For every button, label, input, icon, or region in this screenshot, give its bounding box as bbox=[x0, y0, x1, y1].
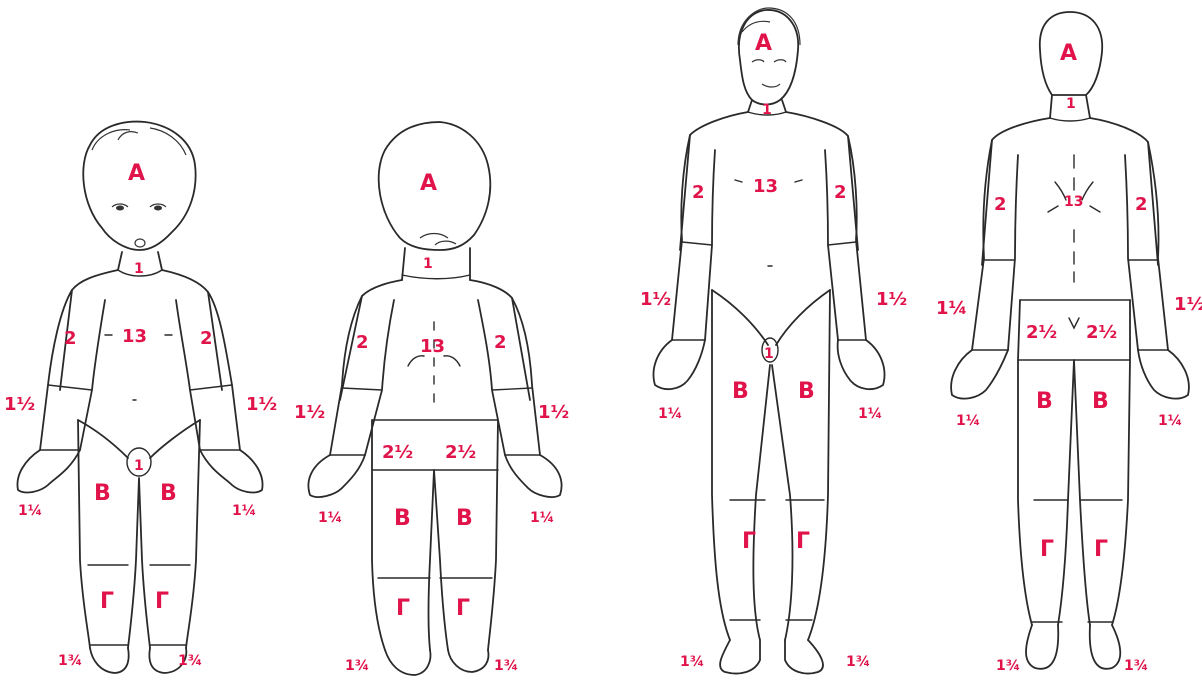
label-thigh-left: B bbox=[732, 379, 749, 404]
label-shin-left: Г bbox=[1040, 537, 1054, 562]
label-trunk: 13 bbox=[753, 176, 778, 197]
label-hand-left: 1¼ bbox=[658, 406, 682, 422]
label-forearm-right: 1½ bbox=[246, 394, 277, 415]
label-upper-arm-left: 2 bbox=[692, 182, 705, 203]
label-thigh-right: B bbox=[456, 506, 473, 531]
label-trunk: 13 bbox=[122, 326, 147, 347]
label-hand-right: 1¼ bbox=[530, 510, 554, 526]
label-genitals: 1 bbox=[134, 458, 144, 474]
label-thigh-right: B bbox=[1092, 389, 1109, 414]
label-foot-right: 1¾ bbox=[1124, 658, 1148, 674]
figure-adult-back: A 1 13 2 2 1¼ 1½ 1¼ 1¼ 2½ 2½ B B Г Г 1¾ … bbox=[936, 12, 1202, 674]
label-upper-arm-right: 2 bbox=[494, 332, 507, 353]
label-thigh-left: B bbox=[394, 506, 411, 531]
label-neck: 1 bbox=[762, 102, 772, 118]
label-hand-right: 1¼ bbox=[232, 503, 256, 519]
label-forearm-right: 1½ bbox=[876, 289, 907, 310]
label-forearm-left: 1½ bbox=[640, 289, 671, 310]
label-thigh-left: B bbox=[1036, 389, 1053, 414]
label-hand-left: 1¼ bbox=[956, 413, 980, 429]
label-forearm-right: 1½ bbox=[538, 402, 569, 423]
label-thigh-right: B bbox=[160, 481, 177, 506]
label-genitals: 1 bbox=[764, 346, 774, 362]
figure-child-front: A 1 13 2 2 1½ 1½ 1¼ 1¼ 1 B B Г Г 1¾ 1¾ bbox=[4, 122, 277, 673]
label-shin-left: Г bbox=[396, 596, 410, 621]
label-head: A bbox=[755, 31, 772, 56]
label-head: A bbox=[1060, 41, 1077, 66]
label-buttock-right: 2½ bbox=[1086, 322, 1117, 343]
label-forearm-right: 1½ bbox=[1174, 294, 1202, 315]
label-hand-right: 1¼ bbox=[1158, 413, 1182, 429]
label-head: A bbox=[420, 171, 437, 196]
label-buttock-left: 2½ bbox=[1026, 322, 1057, 343]
label-thigh-right: B bbox=[798, 379, 815, 404]
label-thigh-left: B bbox=[94, 481, 111, 506]
label-upper-arm-left: 2 bbox=[994, 194, 1007, 215]
label-shin-right: Г bbox=[796, 529, 810, 554]
label-foot-left: 1¾ bbox=[680, 654, 704, 670]
label-foot-right: 1¾ bbox=[494, 658, 518, 674]
label-trunk: 13 bbox=[1064, 194, 1083, 210]
label-upper-arm-left: 2 bbox=[64, 328, 77, 349]
label-shin-left: Г bbox=[100, 589, 114, 614]
label-buttock-right: 2½ bbox=[445, 442, 476, 463]
label-neck: 1 bbox=[423, 256, 433, 272]
label-upper-arm-right: 2 bbox=[200, 328, 213, 349]
label-shin-right: Г bbox=[456, 596, 470, 621]
label-trunk: 13 bbox=[420, 336, 445, 357]
label-hand-left: 1¼ bbox=[318, 510, 342, 526]
label-shin-right: Г bbox=[155, 589, 169, 614]
label-neck: 1 bbox=[1066, 96, 1076, 112]
label-upper-arm-left: 2 bbox=[356, 332, 369, 353]
label-foot-left: 1¾ bbox=[58, 653, 82, 669]
label-foot-left: 1¾ bbox=[996, 658, 1020, 674]
figure-adult-front: A 1 13 2 2 1½ 1½ 1¼ 1¼ 1 B B Г Г 1¾ 1¾ bbox=[640, 8, 907, 674]
label-shin-right: Г bbox=[1094, 537, 1108, 562]
label-neck: 1 bbox=[134, 261, 144, 277]
label-upper-arm-right: 2 bbox=[834, 182, 847, 203]
label-foot-right: 1¾ bbox=[846, 654, 870, 670]
label-forearm-left: 1¼ bbox=[936, 298, 967, 319]
figure-child-back: A 1 13 2 2 1½ 1½ 1¼ 1¼ 2½ 2½ B B Г Г 1¾ … bbox=[294, 122, 569, 675]
label-forearm-left: 1½ bbox=[294, 402, 325, 423]
label-hand-right: 1¼ bbox=[858, 406, 882, 422]
label-foot-right: 1¾ bbox=[178, 653, 202, 669]
label-upper-arm-right: 2 bbox=[1135, 194, 1148, 215]
label-shin-left: Г bbox=[742, 529, 756, 554]
label-hand-left: 1¼ bbox=[18, 503, 42, 519]
label-head: A bbox=[128, 161, 145, 186]
label-forearm-left: 1½ bbox=[4, 394, 35, 415]
label-foot-left: 1¾ bbox=[345, 658, 369, 674]
label-buttock-left: 2½ bbox=[382, 442, 413, 463]
